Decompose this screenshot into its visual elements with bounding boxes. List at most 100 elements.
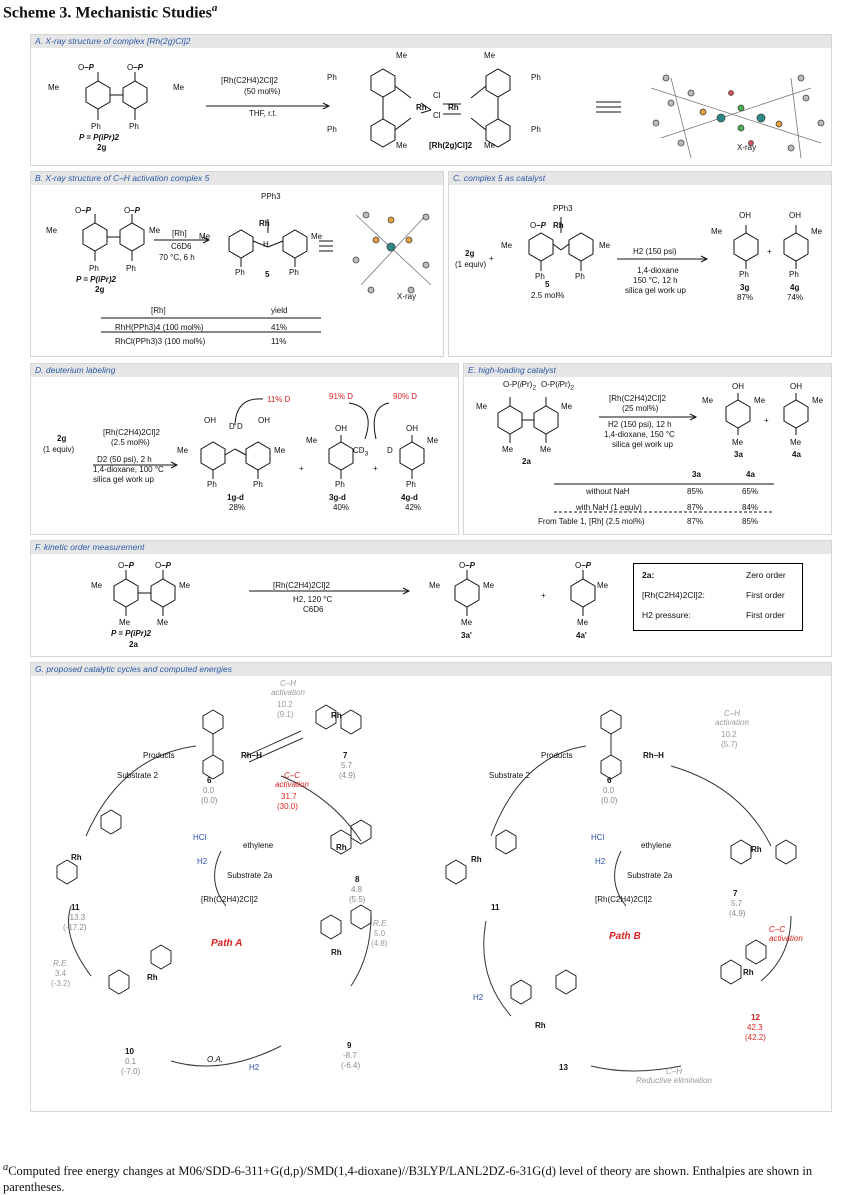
path-b-products: Products: [541, 751, 573, 760]
a-node11-h: (-17.2): [63, 923, 87, 932]
panel-c-pph3: PPh3: [553, 204, 573, 213]
panel-b-title: B. X-ray structure of C–H activation com…: [31, 172, 443, 185]
a-rh-precursor: [Rh(C2H4)2Cl]2: [201, 895, 258, 904]
panel-d-p1-label: 1g-d: [227, 493, 244, 502]
panel-c-p2-label: 4g: [790, 283, 800, 292]
panel-e-p1: 3a: [734, 450, 743, 459]
a-hcl: HCl: [193, 833, 207, 842]
panel-b-cond: 70 °C, 6 h: [159, 253, 195, 262]
a-node10-h: (-7.0): [121, 1067, 141, 1076]
a-ts3-name: R.E.: [373, 919, 389, 928]
b-hcl: HCl: [591, 833, 605, 842]
panel-c-cond2: 1,4-dioxane: [637, 266, 679, 275]
panel-e-cond5: silica gel work up: [612, 440, 673, 449]
panel-a: A. X-ray structure of complex [Rh(2g)Cl]…: [30, 34, 832, 166]
panel-d-p3-d: 90% D: [393, 392, 418, 401]
panel-g-drawing: [56, 704, 797, 1072]
b-rh-precursor: [Rh(C2H4)2Cl]2: [595, 895, 652, 904]
a-node7-id: 7: [343, 751, 348, 760]
panel-b-sm-label: 2g: [95, 285, 105, 294]
panel-d-p2-d: 91% D: [329, 392, 354, 401]
panel-e-r1-3a: 85%: [687, 487, 704, 496]
kinetic-order-box: 2a:Zero order [Rh(C2H4)2Cl]2:First order…: [633, 563, 803, 631]
a-ts4-h: (-3.2): [51, 979, 71, 988]
a-node11-id: 11: [71, 903, 80, 912]
panel-c-p1-yield: 87%: [737, 293, 754, 302]
panel-d-title: D. deuterium labeling: [31, 364, 458, 377]
panel-c-sm: 2g: [465, 249, 475, 258]
panel-d-cond4: 1,4-dioxane, 100 °C: [93, 465, 164, 474]
b-node11-id: 11: [491, 903, 500, 912]
b-ts1-h: (5.7): [721, 740, 738, 749]
panel-e-r1-cond: without NaH: [586, 487, 630, 496]
panel-e-r3-3a: 87%: [687, 517, 704, 526]
panel-e-r2-3a: 87%: [687, 503, 704, 512]
panel-b-pph3: PPh3: [261, 192, 281, 201]
panel-e-p2: 4a: [792, 450, 801, 459]
order-label-h2: H2 pressure:: [642, 610, 691, 620]
panel-b-r1-rh: RhH(PPh3)4 (100 mol%): [115, 323, 204, 332]
a-node10-id: 10: [125, 1047, 134, 1056]
a-node6-h: (0.0): [201, 796, 218, 805]
panel-e-th-3a: 3a: [692, 470, 701, 479]
panel-d-p2-label: 3g-d: [329, 493, 346, 502]
path-b-substrate2: Substrate 2: [489, 771, 530, 780]
panel-b-r2-rh: RhCl(PPh3)3 (100 mol%): [115, 337, 206, 346]
panel-f-cond3: C6D6: [303, 605, 324, 614]
panel-e-r2-4a: 84%: [742, 503, 759, 512]
panel-e-drawing: [497, 393, 809, 513]
footnote: aComputed free energy changes at M06/SDD…: [3, 1162, 813, 1195]
panel-f-title: F. kinetic order measurement: [31, 541, 831, 554]
panel-f-p-def: P = P(iPr)2: [111, 629, 151, 638]
panel-b-th-yield: yield: [271, 306, 288, 315]
b-h2-center: H2: [595, 857, 606, 866]
a-node6-g: 0.0: [203, 786, 215, 795]
order-value-rh: First order: [746, 590, 785, 600]
panel-a-reagent1: [Rh(C2H4)2Cl]2: [221, 76, 278, 85]
panel-f-p1: 3a': [461, 631, 472, 640]
panel-e-sm-label: 2a: [522, 457, 531, 466]
panel-a-sm-label: 2g: [97, 143, 107, 152]
panel-c: C. complex 5 as catalyst 2g (1 equiv) + …: [448, 171, 832, 357]
panel-f: F. kinetic order measurement O–P O–P Me …: [30, 540, 832, 657]
b-node6-id: 6: [607, 776, 612, 785]
panel-a-drawing: [85, 68, 825, 159]
a-oa-h2: H2: [249, 1063, 260, 1072]
a-ts3-h: (4.8): [371, 939, 388, 948]
a-ts2-h: (30.0): [277, 802, 298, 811]
panel-e-r1-4a: 65%: [742, 487, 759, 496]
panel-b: B. X-ray structure of C–H activation com…: [30, 171, 444, 357]
panel-e-th-4a: 4a: [746, 470, 755, 479]
panel-c-cond1: H2 (150 psi): [633, 247, 677, 256]
a-h2: H2: [197, 857, 208, 866]
panel-c-p2-yield: 74%: [787, 293, 804, 302]
order-label-rh: [Rh(C2H4)2Cl]2:: [642, 590, 705, 600]
panel-e-cond2: (25 mol%): [622, 404, 659, 413]
panel-c-drawing: [528, 217, 809, 271]
a-node6-id: 6: [207, 776, 212, 785]
a-ts1-h: (9.1): [277, 710, 294, 719]
b-node7-h: (4.9): [729, 909, 746, 918]
b-ethylene: ethylene: [641, 841, 672, 850]
b-node7-id: 7: [733, 889, 738, 898]
panel-d-cond5: silica gel work up: [93, 475, 154, 484]
panel-d-cond2: (2.5 mol%): [111, 438, 150, 447]
panel-b-r2-yield: 11%: [271, 337, 287, 346]
a-ts1-g: 10.2: [277, 700, 293, 709]
path-a-products: Products: [143, 751, 175, 760]
b-h2: H2: [473, 993, 484, 1002]
b-node6-h: (0.0): [601, 796, 618, 805]
panel-a-product-label: [Rh(2g)Cl]2: [429, 141, 473, 150]
panel-e-cond1: [Rh(C2H4)2Cl]2: [609, 394, 666, 403]
order-label-2a: 2a:: [642, 570, 655, 580]
panel-f-cond2: H2, 120 °C: [293, 595, 333, 604]
panel-g: G. proposed catalytic cycles and compute…: [30, 662, 832, 1112]
panel-g-title: G. proposed catalytic cycles and compute…: [31, 663, 831, 676]
panel-e-title: E. high-loading catalyst: [464, 364, 831, 377]
panel-d-sm: 2g: [57, 434, 67, 443]
a-oa: O.A.: [207, 1055, 224, 1064]
panel-f-sm-label: 2a: [129, 640, 138, 649]
